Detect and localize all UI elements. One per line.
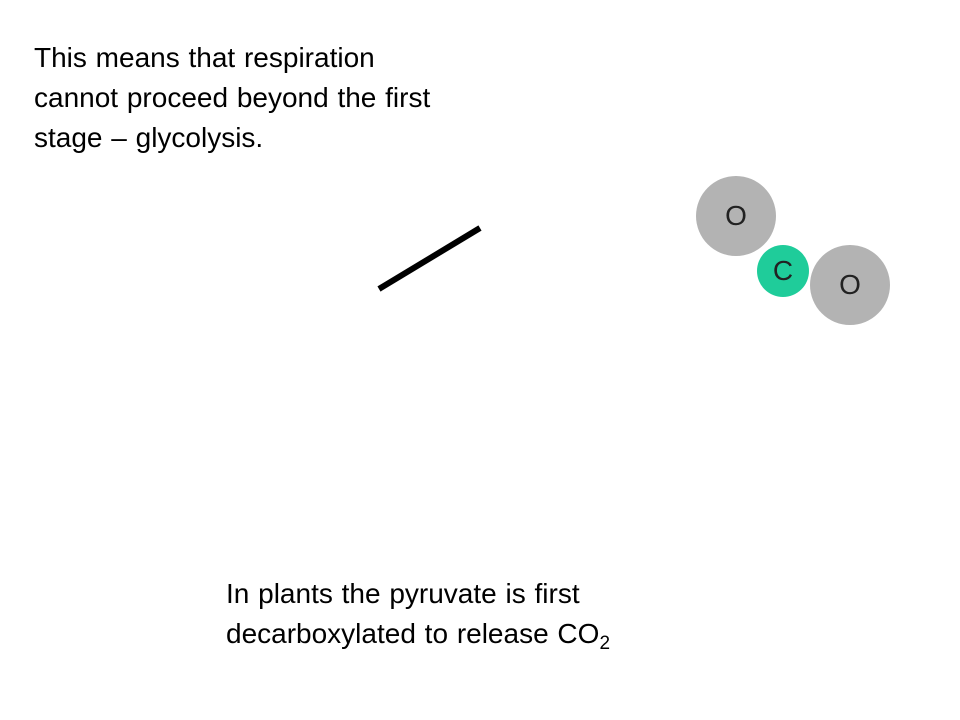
oxygen-atom-1: O [696,176,776,256]
co2-subscript: 2 [599,633,611,654]
caption-line-2: decarboxylated to release CO2 [226,614,610,654]
caption-line-2-main: decarboxylated to release CO [226,618,600,649]
caption-line-1: In plants the pyruvate is first [226,578,580,609]
broken-bond-line [377,225,482,292]
carbon-atom: C [757,245,809,297]
oxygen-atom-2-label: O [839,269,861,300]
caption-text: In plants the pyruvate is first decarbox… [226,574,610,654]
intro-line-1: This means that respiration [34,42,375,73]
oxygen-atom-1-label: O [725,200,747,231]
oxygen-atom-2: O [810,245,890,325]
intro-line-3: stage – glycolysis. [34,122,264,153]
intro-line-2: cannot proceed beyond the first [34,82,431,113]
intro-text: This means that respiration cannot proce… [34,38,430,158]
carbon-atom-label: C [772,255,794,286]
